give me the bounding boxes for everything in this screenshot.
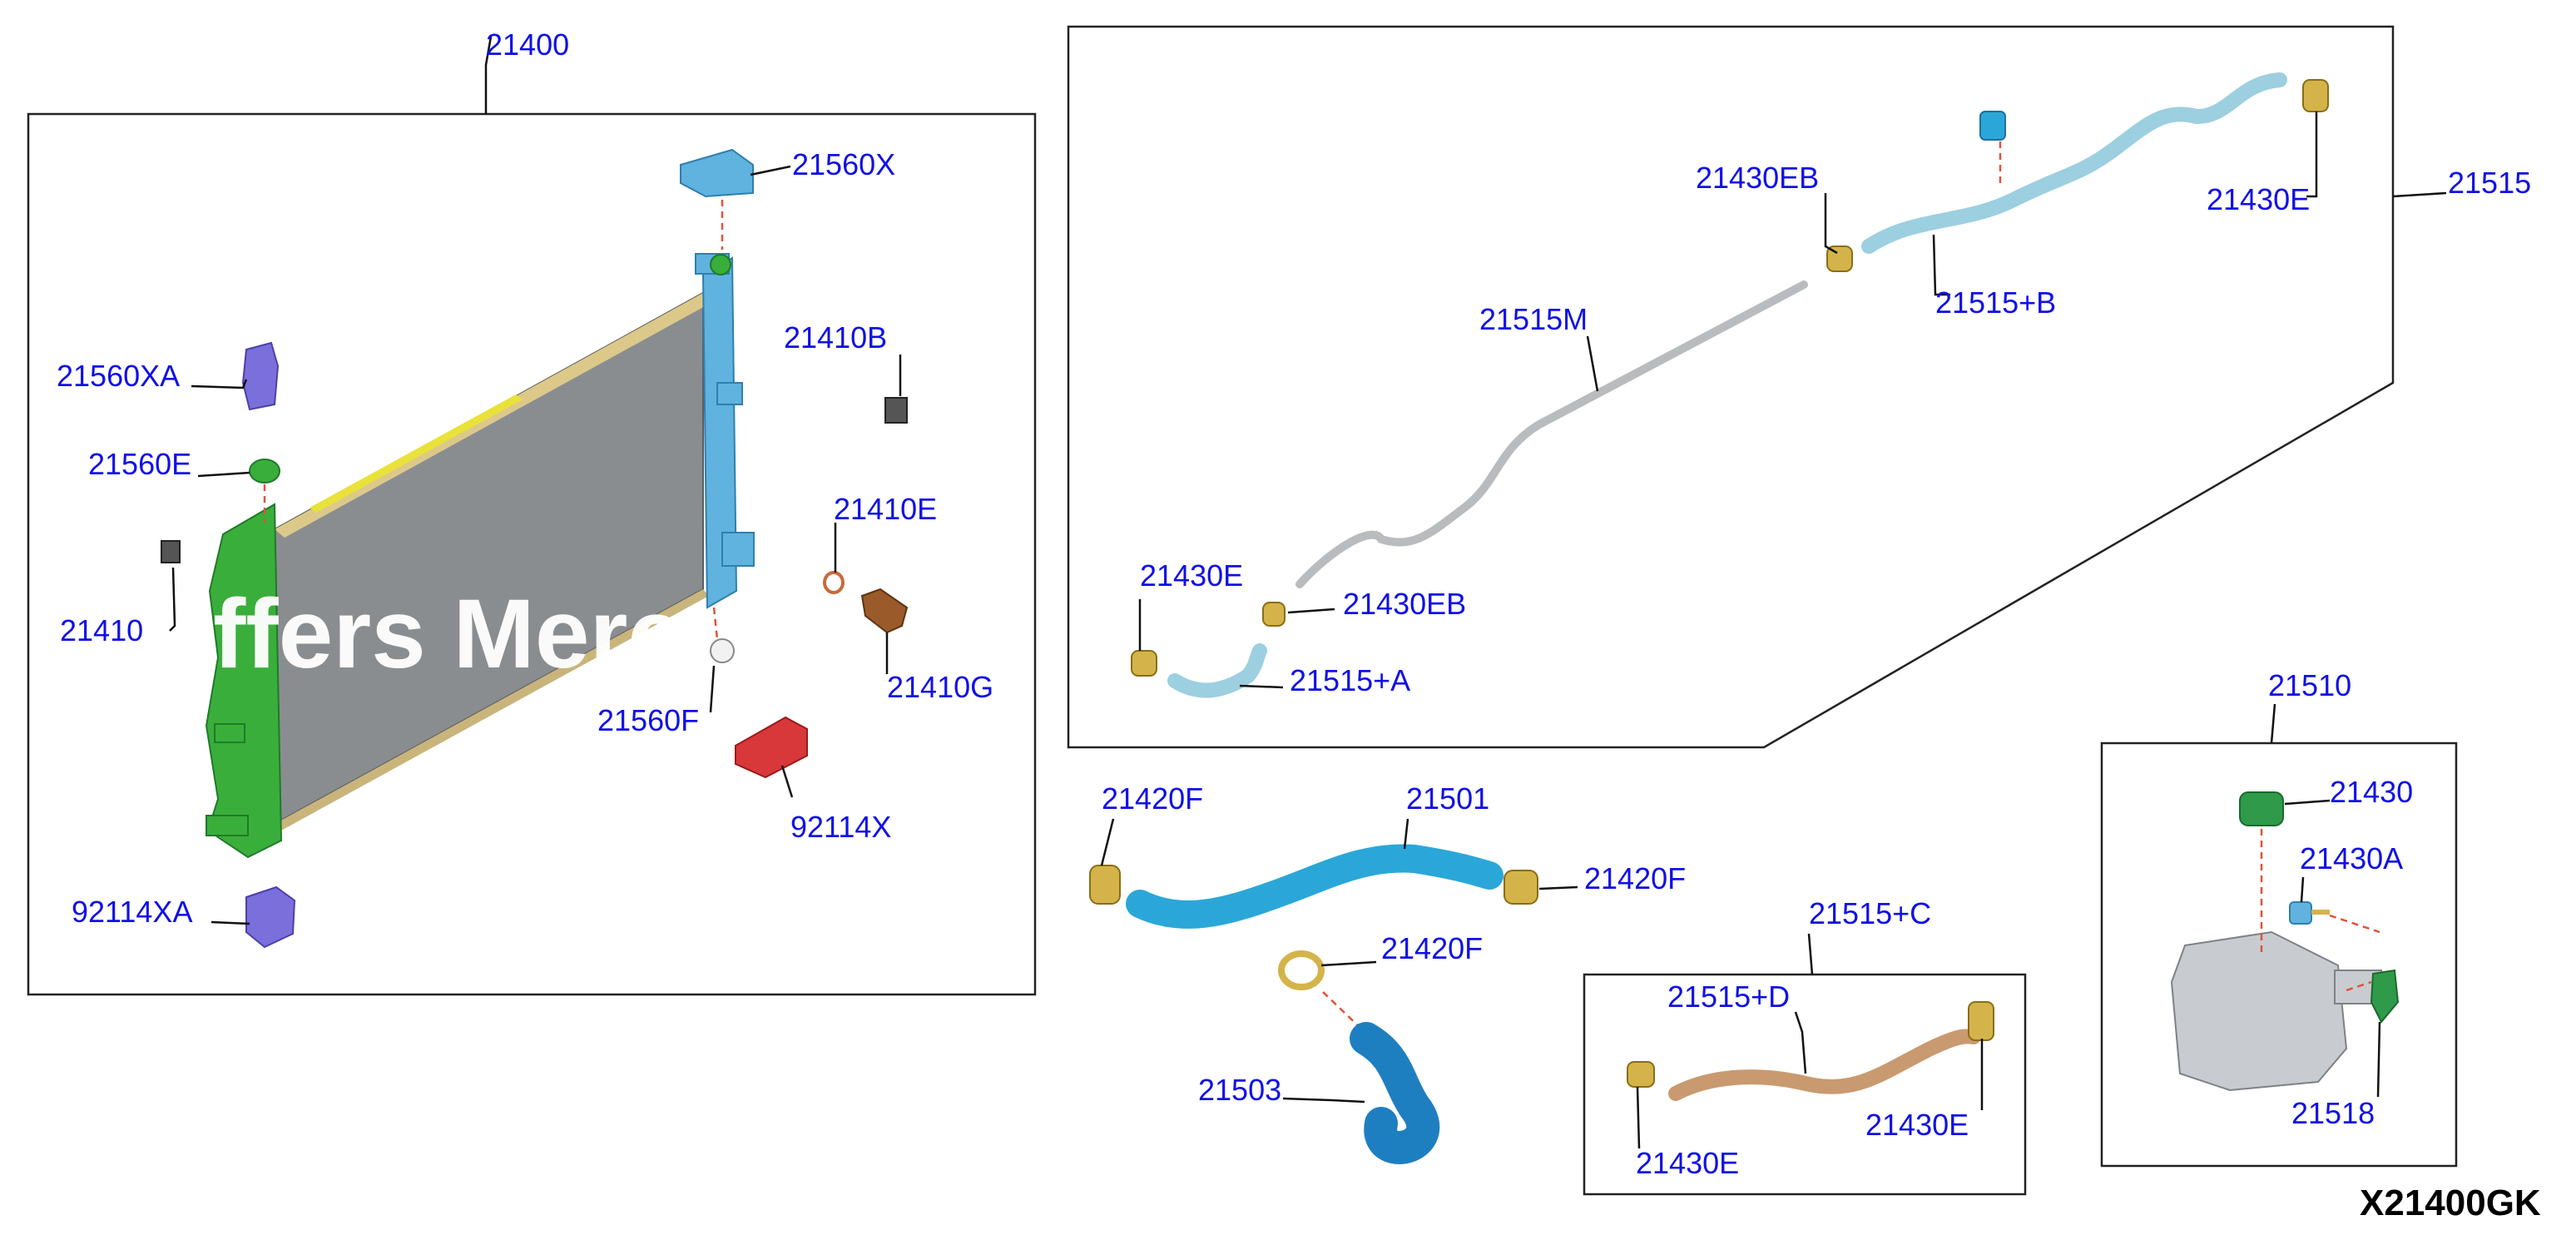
grommet-21560e-icon bbox=[249, 459, 280, 484]
callout-21515m: 21515M bbox=[1479, 302, 1588, 336]
callout-21430e-c2: 21430E bbox=[1865, 1108, 1969, 1142]
callout-21430e-c1: 21430E bbox=[1636, 1146, 1739, 1180]
oring-21410e-icon bbox=[823, 571, 845, 594]
clamp-21430eb-low-icon bbox=[1262, 602, 1286, 627]
callout-21560f: 21560F bbox=[597, 703, 699, 737]
callout-21430e-left: 21430E bbox=[1140, 558, 1243, 593]
dash-bolt bbox=[2329, 914, 2380, 934]
callout-21560e: 21560E bbox=[88, 447, 191, 481]
callout-21430eb-low: 21430EB bbox=[1343, 587, 1466, 621]
clamp-21430e-c2-icon bbox=[1968, 1001, 1994, 1041]
pipe-group-box bbox=[1067, 25, 2395, 749]
connector-blue-icon bbox=[1979, 111, 2006, 141]
pad-21410b-icon bbox=[884, 397, 908, 424]
callout-21430e-tr: 21430E bbox=[2207, 182, 2310, 216]
radiator-assembly-icon bbox=[205, 253, 755, 859]
clamp-21420f-c-icon bbox=[1278, 950, 1325, 990]
expansion-tank-icon bbox=[2170, 930, 2382, 1092]
callout-92114x: 92114X bbox=[790, 810, 891, 844]
callout-21560xa: 21560XA bbox=[57, 359, 180, 393]
clamp-21420f-b-icon bbox=[1503, 870, 1538, 905]
callout-21515c: 21515+C bbox=[1809, 896, 1931, 930]
callout-21420f-a: 21420F bbox=[1102, 781, 1203, 816]
callout-21400: 21400 bbox=[486, 27, 569, 62]
metal-pipe-21515m-icon bbox=[1295, 280, 1808, 588]
callout-21410g: 21410G bbox=[887, 670, 993, 704]
callout-92114xa: 92114XA bbox=[72, 895, 192, 929]
callout-21430: 21430 bbox=[2330, 775, 2413, 809]
radiator-group-box bbox=[27, 112, 1037, 996]
hose-kit-box bbox=[1583, 973, 2027, 1196]
callout-21430a: 21430A bbox=[2300, 841, 2403, 875]
callout-21410: 21410 bbox=[60, 613, 143, 647]
callout-21503: 21503 bbox=[1198, 1073, 1281, 1107]
reservoir-group-box bbox=[2100, 741, 2458, 1168]
leader-lines bbox=[169, 36, 2447, 1149]
dash-21560f bbox=[712, 607, 719, 640]
upper-bracket-21560x-icon bbox=[680, 148, 754, 198]
callout-21518: 21518 bbox=[2291, 1096, 2375, 1130]
clamp-21430eb-top-icon bbox=[1826, 246, 1853, 272]
callout-21430eb-top: 21430EB bbox=[1696, 161, 1819, 195]
bracket-21560xa-icon bbox=[241, 341, 280, 411]
callout-21501: 21501 bbox=[1406, 781, 1489, 816]
red-bracket-92114x-icon bbox=[735, 716, 808, 779]
callout-21515d: 21515+D bbox=[1667, 980, 1790, 1014]
callout-21510: 21510 bbox=[2268, 668, 2351, 702]
sensor-21410g-icon bbox=[860, 588, 909, 634]
clamp-21420f-a-icon bbox=[1089, 865, 1121, 905]
callout-21410e: 21410E bbox=[834, 492, 937, 526]
hose-21515d-icon bbox=[1668, 1029, 1981, 1101]
callout-21560x: 21560X bbox=[792, 147, 895, 181]
callout-21515b: 21515+B bbox=[1935, 285, 2056, 320]
diagram-id: X21400GK bbox=[2360, 1183, 2541, 1223]
sensor-21518-icon bbox=[2370, 969, 2400, 1024]
hose-21503-icon bbox=[1350, 1022, 1440, 1164]
callout-21410b: 21410B bbox=[784, 320, 887, 355]
callout-21420f-b: 21420F bbox=[1584, 861, 1686, 895]
bracket-92114xa-icon bbox=[245, 885, 296, 949]
callout-21515: 21515 bbox=[2448, 166, 2531, 200]
clamp-21430e-c1-icon bbox=[1627, 1061, 1655, 1088]
dash-sensor bbox=[2346, 980, 2372, 992]
clamp-21430e-tr-icon bbox=[2302, 79, 2329, 112]
reservoir-cap-21430-icon bbox=[2239, 791, 2284, 826]
bolt-21430a-icon bbox=[2289, 901, 2330, 925]
callout-21420f-c: 21420F bbox=[1381, 931, 1483, 965]
pad-21410-icon bbox=[161, 540, 181, 563]
hose-21515a-icon bbox=[1167, 643, 1267, 698]
hose-21515b-icon bbox=[1861, 72, 2287, 254]
callout-21515a: 21515+A bbox=[1290, 663, 1410, 697]
hose-21501-icon bbox=[1126, 844, 1503, 929]
clamp-21430e-left-icon bbox=[1131, 650, 1157, 677]
watermark-text: ffers Merc bbox=[213, 579, 682, 689]
plug-21560f-icon bbox=[710, 638, 735, 663]
